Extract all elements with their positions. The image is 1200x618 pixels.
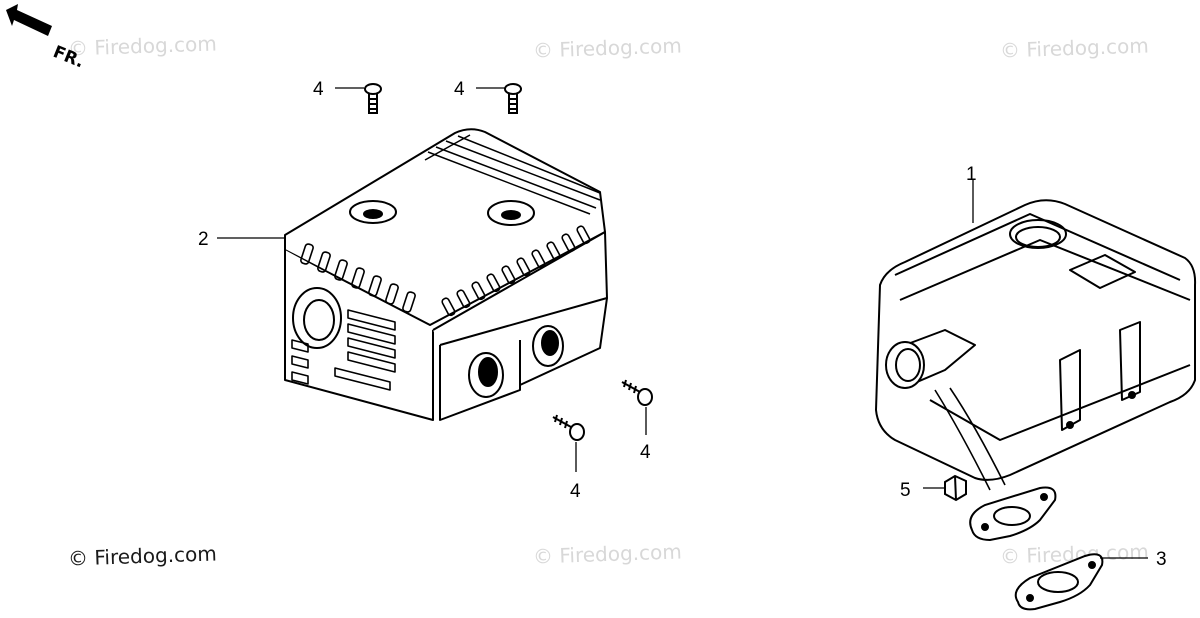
callout-nut: 5 [900, 480, 911, 501]
bolt-top-left-drawing [364, 83, 382, 114]
leader-lines [217, 87, 1148, 559]
front-arrow-icon: FR. [6, 4, 87, 72]
gasket-drawing [1014, 553, 1104, 611]
bolt-bottom-left-drawing [552, 414, 585, 441]
nut-drawing [944, 474, 967, 502]
callout-bolt-bottom-left: 4 [570, 481, 581, 502]
callout-bolt-top-left: 4 [313, 79, 324, 100]
muffler-drawing [875, 199, 1197, 491]
callout-bolt-top-right: 4 [454, 79, 465, 100]
callout-bolt-bottom-right: 4 [640, 442, 651, 463]
bolt-bottom-right-drawing [621, 379, 653, 406]
muffler-protector-drawing [284, 128, 608, 421]
callout-protector: 2 [198, 229, 209, 250]
bolt-top-right-drawing [504, 83, 522, 114]
callout-muffler: 1 [966, 164, 977, 185]
muffler-flange-drawing [969, 486, 1057, 542]
direction-label: FR. [50, 42, 87, 72]
callout-gasket: 3 [1156, 549, 1167, 570]
